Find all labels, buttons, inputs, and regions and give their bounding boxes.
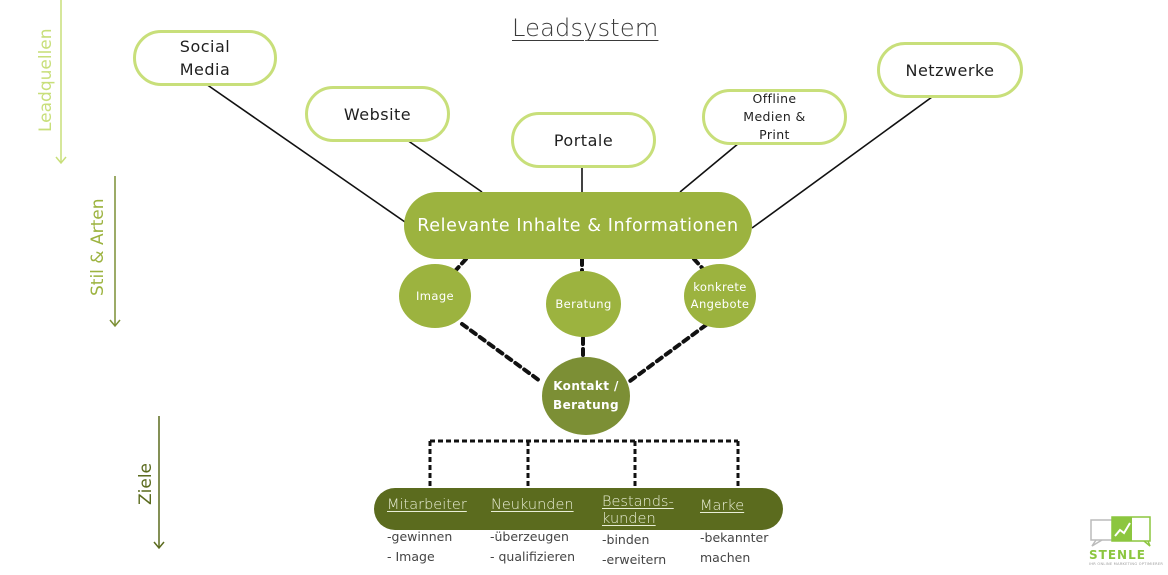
side-label-leadquellen: Leadquellen	[36, 28, 56, 132]
page-title: Leadsystem	[512, 14, 659, 42]
line-offline	[679, 142, 740, 193]
side-label-ziele: Ziele	[136, 462, 156, 505]
source-portale[interactable]: Portale	[511, 112, 656, 168]
style-konkrete-angebote[interactable]: konkrete Angebote	[684, 264, 756, 328]
dash-image-top	[454, 257, 468, 272]
leadquellen-arrow	[55, 0, 67, 165]
line-netzwerke	[751, 96, 933, 229]
contact-node[interactable]: Kontakt / Beratung	[542, 357, 630, 435]
goal-heading-marke[interactable]: Marke	[700, 498, 745, 514]
source-offline-medien-print[interactable]: Offline Medien & Print	[702, 89, 847, 145]
goal-desc-mitarbeiter: -gewinnen - Image	[387, 529, 453, 564]
style-image[interactable]: Image	[399, 264, 471, 328]
relevant-content-node[interactable]: Relevante Inhalte & Informationen	[404, 192, 752, 259]
stenle-logo-icon	[1090, 516, 1151, 547]
line-website	[406, 139, 483, 193]
source-social-media[interactable]: Social Media	[133, 30, 277, 86]
logo-name: STENLE	[1089, 548, 1146, 562]
logo-tagline: IHR ONLINE MARKETING OPTIMIERER	[1089, 562, 1164, 566]
ziele-arrow	[153, 416, 165, 550]
dash-angebote-contact	[628, 323, 708, 383]
goal-heading-mitarbeiter[interactable]: Mitarbeiter	[387, 497, 467, 513]
stil-arten-arrow	[109, 176, 121, 328]
goal-desc-marke: -bekannter machen	[700, 530, 769, 565]
goal-desc-bestandskunden: -binden -erweitern	[602, 532, 667, 567]
goal-desc-neukunden: -überzeugen - qualifizieren	[490, 529, 576, 564]
dash-image-contact	[460, 322, 542, 383]
goal-heading-neukunden[interactable]: Neukunden	[491, 497, 574, 513]
goals-bar	[374, 488, 783, 530]
line-social-media	[205, 83, 406, 223]
source-netzwerke[interactable]: Netzwerke	[877, 42, 1023, 98]
goal-bracket	[428, 439, 740, 490]
side-label-stil-arten: Stil & Arten	[88, 198, 108, 296]
goal-heading-bestandskunden[interactable]: Bestands- kunden	[602, 494, 674, 527]
style-beratung[interactable]: Beratung	[546, 271, 621, 337]
source-website[interactable]: Website	[305, 86, 450, 142]
